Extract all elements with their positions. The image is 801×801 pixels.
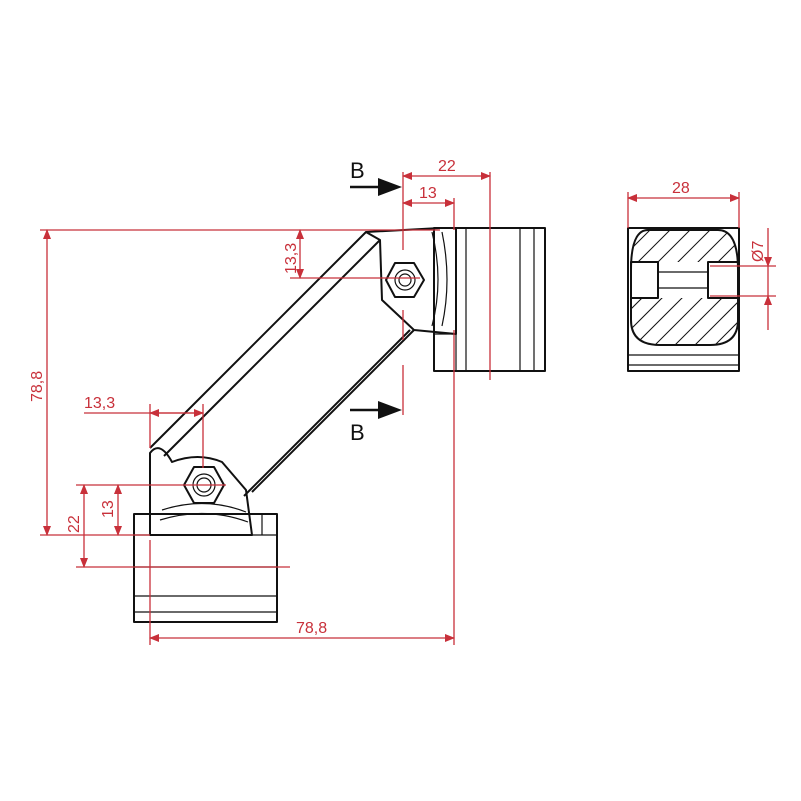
section-arrow-top-icon (350, 178, 402, 196)
dimension-lines (40, 172, 776, 645)
dim-top-13-3: 13,3 (283, 243, 300, 274)
upper-hex-nut-icon (385, 262, 425, 298)
dim-top-22: 22 (438, 158, 456, 175)
dim-lower-13-3: 13,3 (84, 395, 115, 412)
dim-lower-22: 22 (66, 515, 83, 533)
dim-side-28: 28 (672, 180, 690, 197)
dim-total-width: 78,8 (296, 620, 327, 637)
dim-lower-13: 13 (100, 500, 117, 518)
section-label-bottom: B (350, 420, 365, 445)
upper-clamp (365, 227, 546, 372)
dim-hole-diameter: Ø7 (750, 241, 767, 262)
section-arrow-bottom-icon (350, 401, 402, 419)
section-view (627, 227, 740, 372)
section-label-top: B (350, 158, 365, 183)
diagonal-arm (149, 231, 415, 497)
dim-top-13: 13 (419, 185, 437, 202)
dim-total-height: 78,8 (29, 371, 46, 402)
